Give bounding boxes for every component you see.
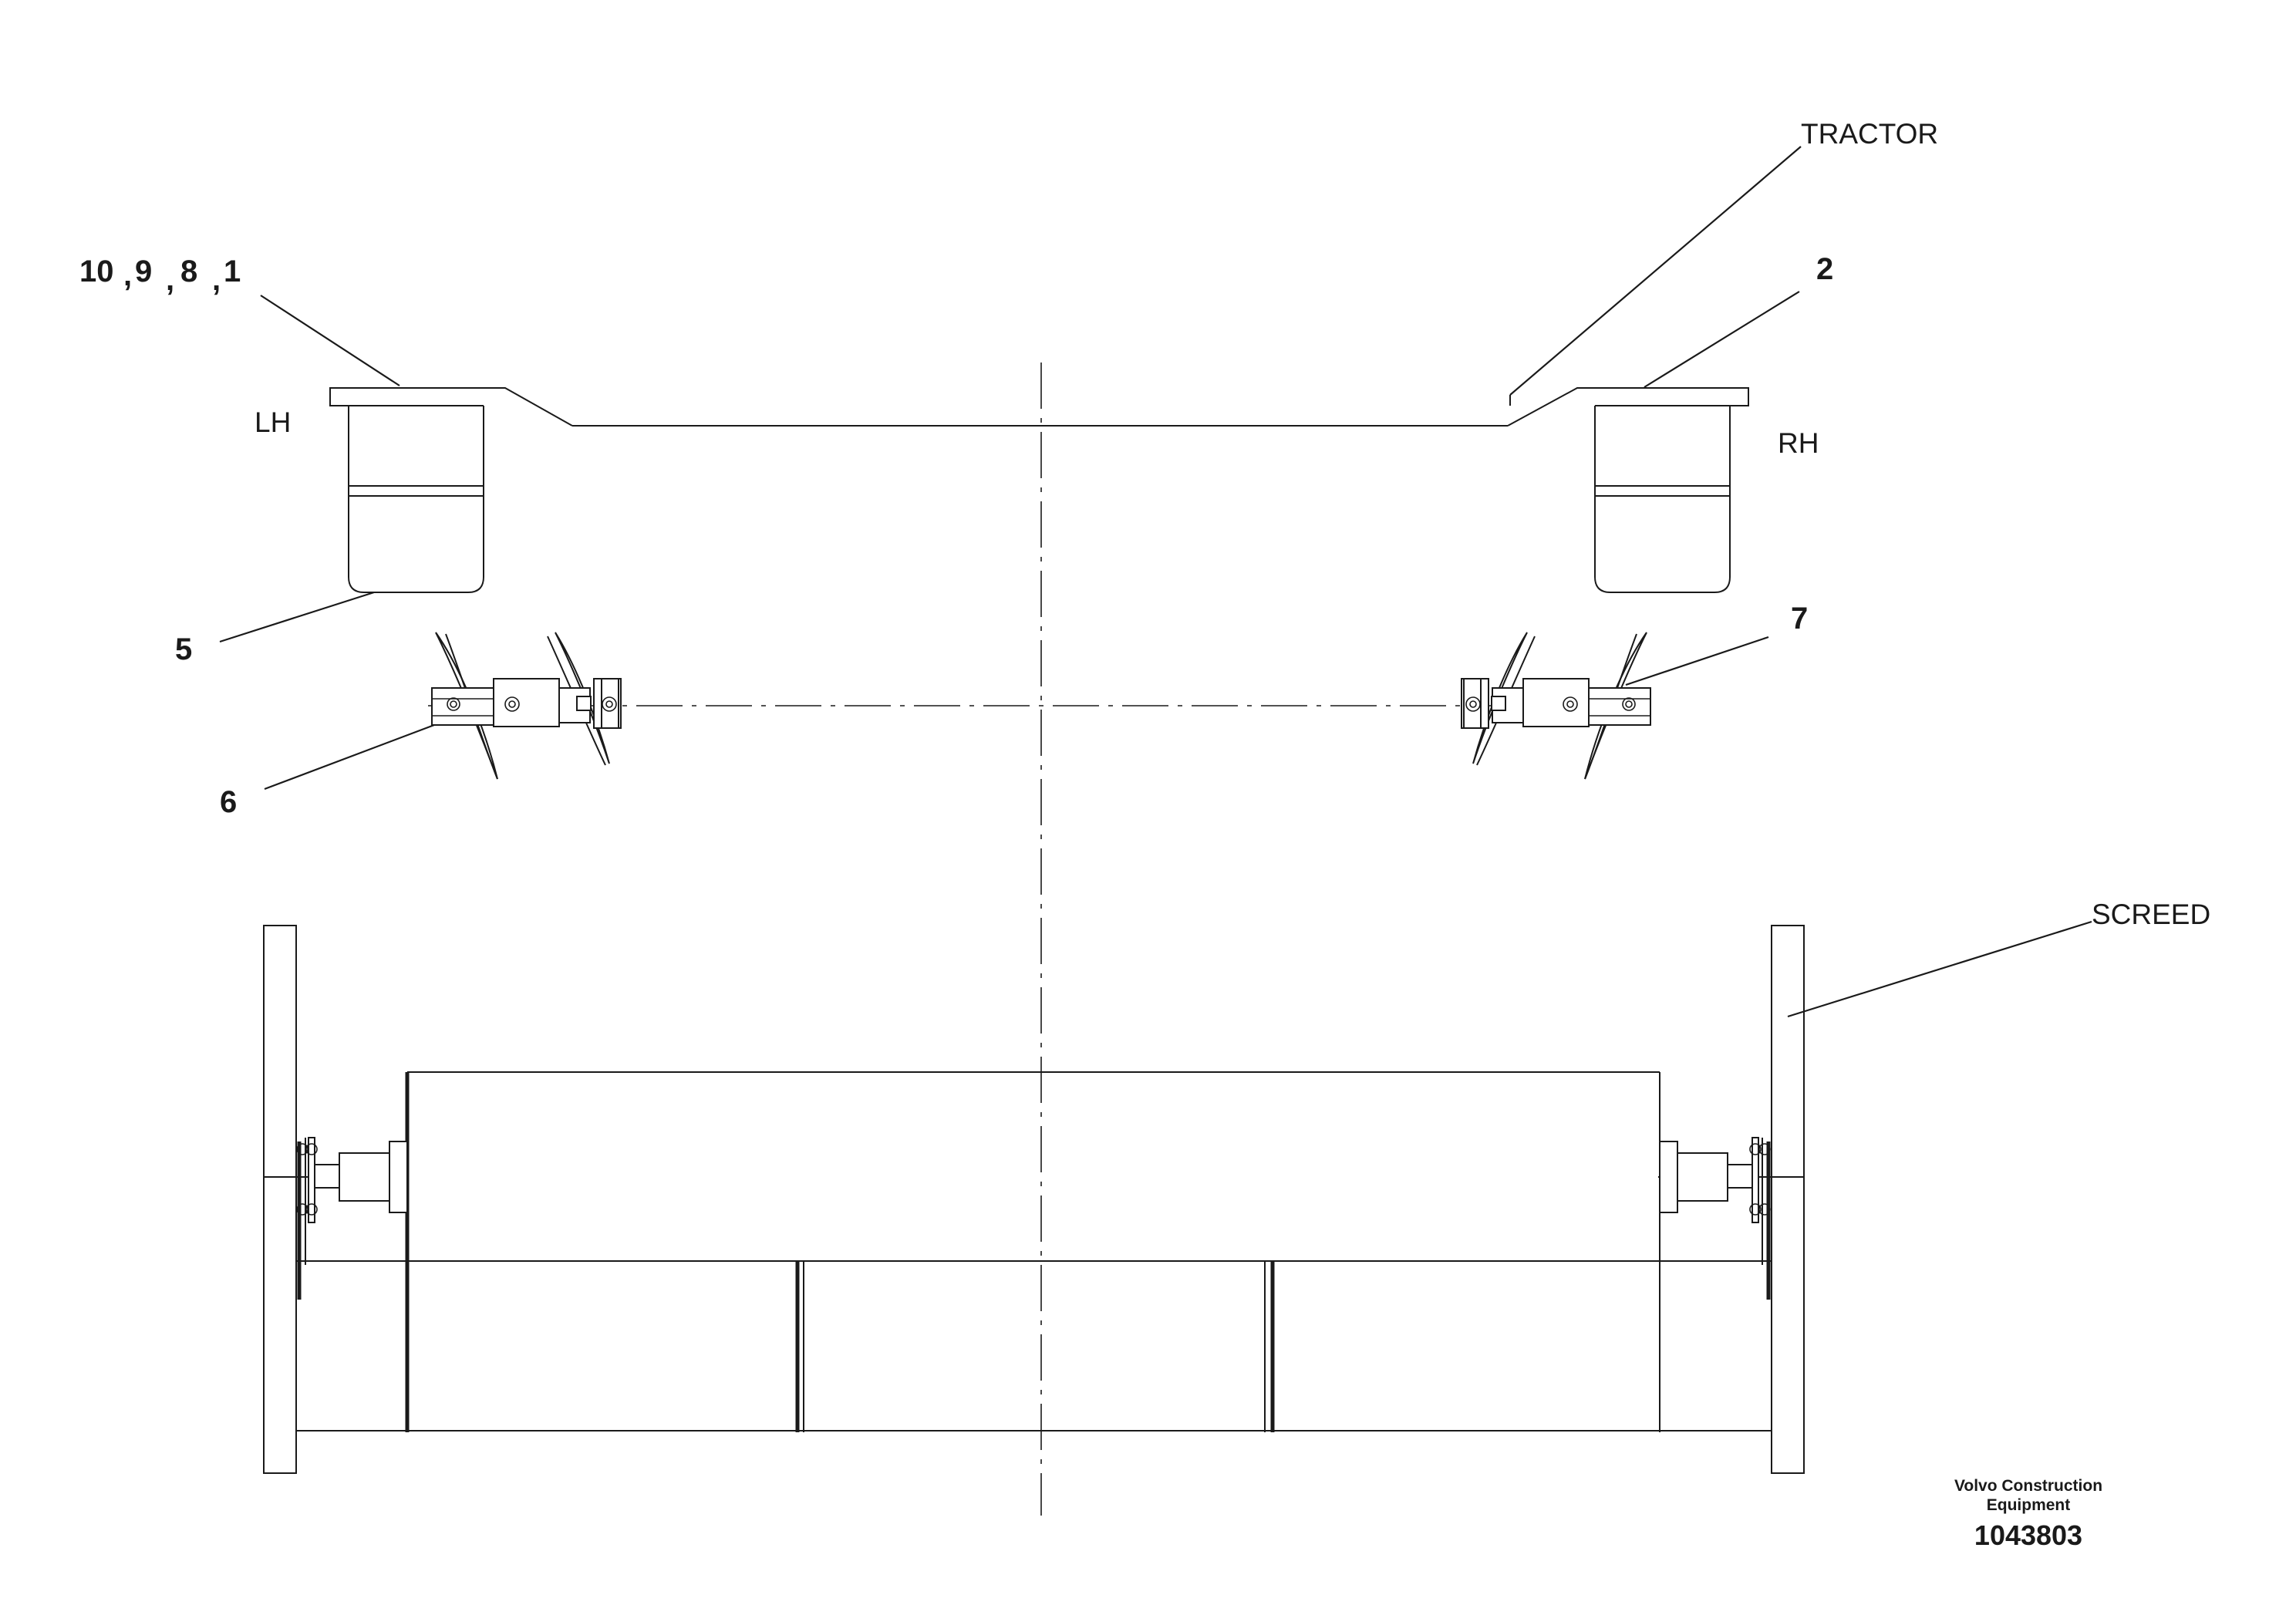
- screed-assembly: [263, 925, 1805, 1474]
- callout-sep-3: ,: [212, 263, 221, 297]
- lh-hopper-block: [348, 406, 484, 593]
- callout-sep-1: ,: [123, 258, 132, 292]
- leader-7: [1625, 636, 1769, 686]
- leader-6: [264, 723, 435, 791]
- callout-10: 10: [79, 255, 114, 288]
- company-name-line2: Equipment: [1987, 1496, 2071, 1514]
- label-lh: LH: [255, 406, 291, 438]
- company-name-line1: Volvo Construction: [1954, 1477, 2102, 1495]
- callout-5: 5: [175, 632, 192, 666]
- callout-2: 2: [1816, 252, 1833, 286]
- leader-2: [1644, 291, 1800, 388]
- part-number: 1043803: [1974, 1519, 2082, 1551]
- label-screed: SCREED: [2092, 899, 2210, 930]
- lh-auger-assembly: [431, 632, 622, 780]
- leader-5: [219, 591, 375, 643]
- callout-8: 8: [180, 255, 197, 288]
- callout-1: 1: [224, 255, 241, 288]
- callout-9: 9: [135, 255, 152, 288]
- callout-sep-2: ,: [166, 263, 174, 297]
- rh-hopper-block: [1594, 406, 1731, 593]
- leader-screed: [1787, 920, 2092, 1018]
- rh-auger-assembly: [1461, 632, 1651, 780]
- tractor-frame: [329, 387, 1749, 427]
- leader-10-9-8-1: [260, 295, 400, 386]
- callout-7: 7: [1791, 602, 1808, 636]
- leader-tractor: [1509, 146, 1802, 396]
- label-rh: RH: [1778, 427, 1819, 459]
- label-tractor: TRACTOR: [1801, 118, 1938, 150]
- callout-6: 6: [220, 785, 237, 819]
